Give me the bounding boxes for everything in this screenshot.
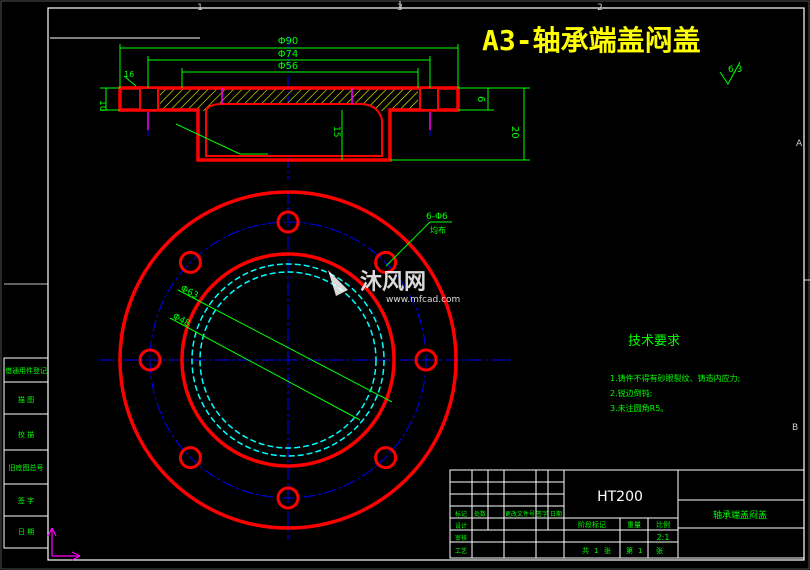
tech-heading: 技术要求 [628, 334, 680, 349]
row-label-count: 处数 [474, 510, 486, 518]
dim-bolt-circle: Φ74 [278, 49, 299, 60]
bolt-hole [138, 348, 162, 372]
dim-outer-diameter: Φ90 [278, 36, 299, 47]
sheet-word-4: 张 [656, 546, 663, 555]
dim-left-note: 16 [124, 70, 134, 79]
sheet-num-1: 1 [594, 547, 598, 555]
left-label-process: 工艺 [455, 547, 467, 555]
dim-flange-left: 10 [97, 100, 107, 112]
bolt-hole [374, 446, 398, 470]
header-weight: 重量 [627, 521, 641, 529]
grid-ref-right-b: B [792, 423, 798, 433]
side-stamp: 借通用件登记 描 图 校 描 旧底图总号 签 字 日 期 [3, 357, 49, 549]
dim-inner-diameter: Φ56 [278, 61, 299, 72]
hole-callout: 6-Φ6 [426, 212, 448, 222]
hole-callout-note: 均布 [430, 225, 446, 235]
stamp-label-4: 旧底图总号 [9, 463, 44, 472]
bolt-hole [178, 446, 202, 470]
hidden-circle-2 [199, 271, 377, 449]
dim-height: 20 [509, 126, 520, 139]
stamp-label-1: 借通用件登记 [5, 366, 47, 375]
section-cavity [205, 103, 383, 157]
grid-ref-top-1: 1 [197, 3, 203, 13]
bolt-hole [178, 250, 202, 274]
grid-ref-right-a: A [796, 139, 803, 149]
watermark: 沐风网 www.mfcad.com [328, 270, 460, 305]
stamp-label-2: 描 图 [18, 395, 34, 404]
bolt-circle [149, 221, 427, 499]
material-label: HT200 [597, 489, 643, 505]
inner-circle [180, 252, 396, 468]
title-block-text: HT200 轴承端盖闷盖 2:1 阶段标记 重量 比例 标记 处数 更改文件号 … [455, 489, 767, 555]
watermark-url: www.mfcad.com [386, 295, 460, 305]
tech-item-1: 1.铸件不得有砂眼裂纹、铸造内应力; [610, 373, 740, 383]
stamp-label-5: 签 字 [18, 496, 34, 505]
tech-requirements: 技术要求 1.铸件不得有砂眼裂纹、铸造内应力; 2.锐边倒钝; 3.未注圆角R5… [610, 334, 740, 413]
tech-item-3: 3.未注圆角R5。 [610, 403, 668, 413]
bolt-holes [138, 210, 438, 510]
grid-ref-top-2: 2 [597, 3, 603, 13]
sheet-num-2: 1 [638, 547, 642, 555]
bolt-hole [374, 250, 398, 274]
title-block [449, 469, 805, 559]
watermark-brand: 沐风网 [360, 270, 426, 295]
bolt-hole [414, 348, 438, 372]
sheet-word-2: 张 [604, 546, 611, 555]
left-label-design: 设计 [455, 522, 467, 530]
row-label-sign: 签字 [536, 510, 548, 518]
header-scale: 比例 [656, 520, 670, 529]
ucs-icon [47, 527, 81, 561]
grid-ref-top-3: 3 [397, 3, 403, 13]
roughness-symbol [719, 61, 741, 85]
radius-label-1: Φ63 [179, 284, 200, 302]
sheet-word-3: 第 [626, 546, 633, 555]
watermark-logo-icon [328, 270, 348, 296]
bolt-hole [276, 210, 300, 234]
row-label-date: 日期 [550, 510, 562, 518]
dim-depth: 15 [331, 126, 341, 137]
scale-value: 2:1 [657, 533, 670, 542]
stamp-label-3: 校 描 [18, 430, 34, 439]
header-stage: 阶段标记 [578, 520, 606, 529]
drawing-title: A3-轴承端盖闷盖 [482, 24, 701, 57]
plan-view: 6-Φ6 均布 Φ63 Φ48 [100, 190, 512, 540]
sheet-word-1: 共 [582, 546, 589, 555]
part-name-label: 轴承端盖闷盖 [713, 509, 767, 521]
section-view: Φ90 Φ74 Φ56 20 6 10 16 15 6.3 [97, 36, 742, 180]
stamp-label-6: 日 期 [18, 528, 34, 536]
tech-item-2: 2.锐边倒钝; [610, 388, 652, 398]
bolt-hole [276, 486, 300, 510]
row-label-change: 更改文件号 [505, 510, 535, 518]
hidden-circle-1 [191, 263, 385, 457]
left-label-review: 审核 [455, 534, 467, 542]
outer-circle [118, 190, 458, 530]
dim-flange-thickness: 6 [475, 96, 486, 102]
row-label-mark: 标记 [455, 510, 467, 518]
